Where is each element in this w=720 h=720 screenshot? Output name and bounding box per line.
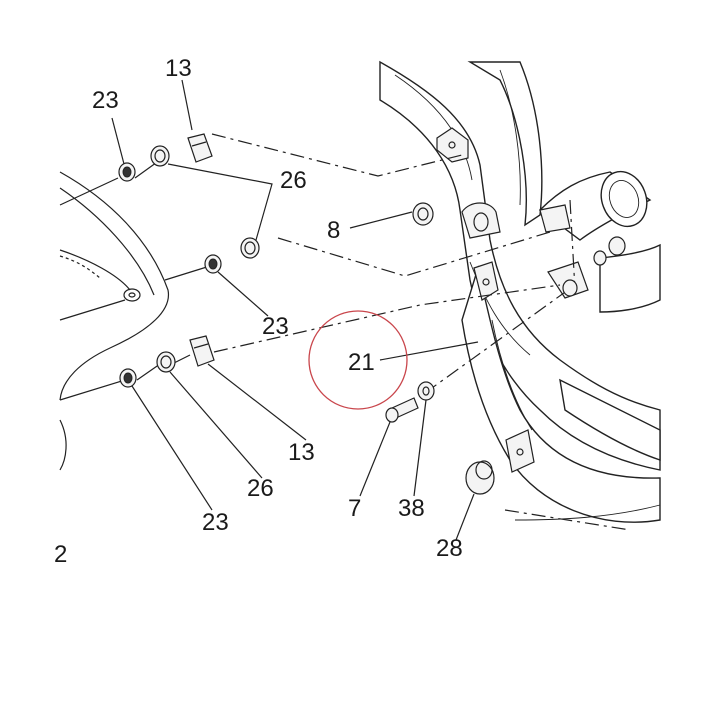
nut-23-top <box>118 162 136 182</box>
label-edge-2: 2 <box>54 541 67 568</box>
part-labels: 13 23 26 8 23 21 13 26 23 7 38 28 2 <box>54 55 463 568</box>
bolt-7 <box>385 397 419 423</box>
washer-right <box>593 250 607 266</box>
grommet-right <box>608 236 626 256</box>
highlight-circle <box>308 310 408 410</box>
assembly-lines <box>59 133 631 531</box>
label-13-top: 13 <box>165 55 192 82</box>
label-8: 8 <box>327 217 340 244</box>
label-26-right: 26 <box>280 167 307 194</box>
label-7: 7 <box>348 495 361 522</box>
label-13-bottom: 13 <box>288 439 315 466</box>
nut-right <box>562 279 578 297</box>
label-23-bottom: 23 <box>202 509 229 536</box>
label-26-bottom: 26 <box>247 475 274 502</box>
label-21: 21 <box>348 349 375 376</box>
label-38: 38 <box>398 495 425 522</box>
hardware-parts <box>118 133 626 495</box>
grommet-8 <box>412 202 434 226</box>
washer-38 <box>417 381 435 401</box>
label-28: 28 <box>436 535 463 562</box>
leader-lines <box>111 79 479 541</box>
clip-13-bottom <box>189 335 215 367</box>
grommet-26-mid <box>240 237 260 259</box>
clip-13-top <box>187 133 213 163</box>
grommet-26-top <box>150 145 170 167</box>
cap-28 <box>465 460 495 495</box>
nut-23-mid <box>204 254 222 274</box>
label-23-mid: 23 <box>262 313 289 340</box>
grommet-26-bottom <box>156 351 176 373</box>
pipe-brackets <box>436 127 589 473</box>
fairing-panel <box>59 171 170 471</box>
nut-23-bottom <box>119 368 137 388</box>
label-23-top: 23 <box>92 87 119 114</box>
